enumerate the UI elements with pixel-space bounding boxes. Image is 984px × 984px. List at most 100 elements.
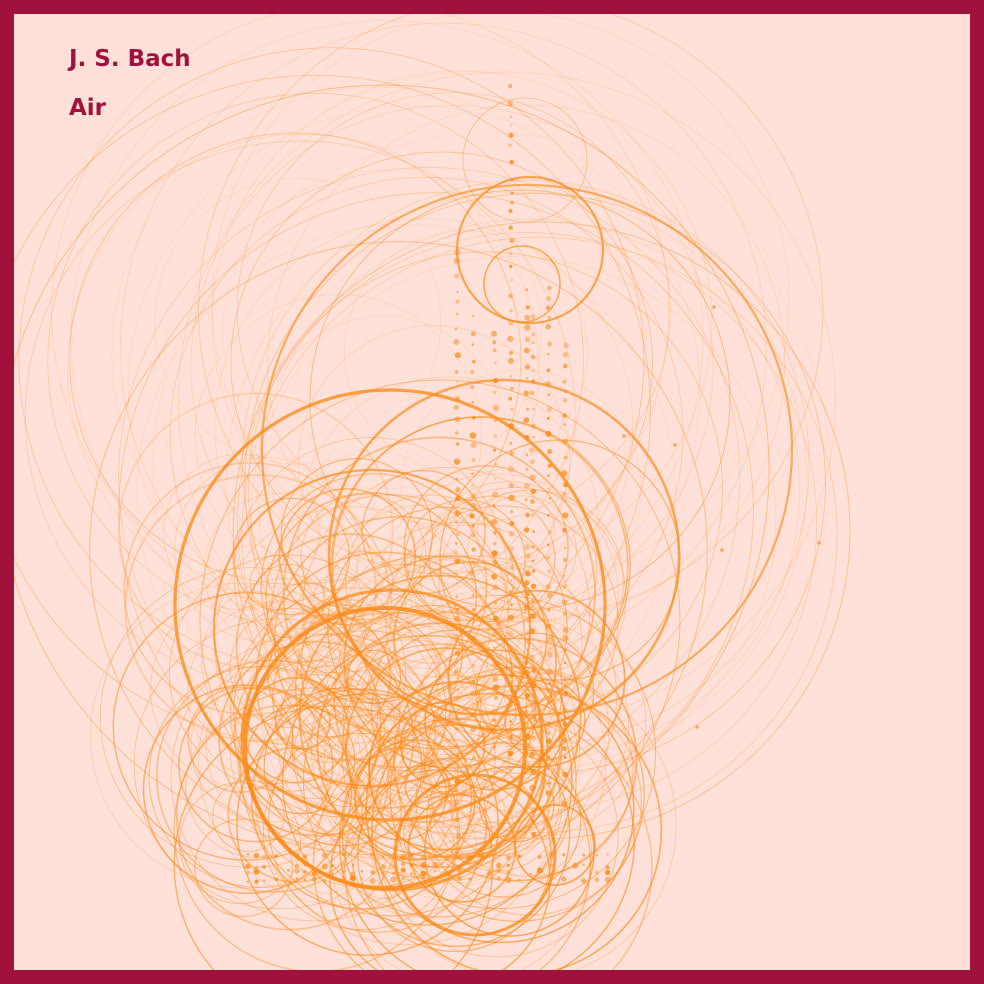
ring [346, 649, 402, 705]
note-dot [561, 876, 567, 882]
note-dot [507, 100, 513, 107]
ring [154, 178, 441, 465]
ring [370, 629, 537, 796]
note-dot [530, 682, 537, 689]
ring [254, 639, 561, 946]
note-dot [563, 755, 567, 759]
note-dot [562, 611, 568, 616]
note-dot [562, 413, 568, 418]
ring [243, 677, 350, 784]
note-dot [508, 672, 515, 679]
note-dot [531, 583, 537, 590]
note-dot [453, 767, 460, 773]
note-dot [296, 877, 299, 880]
note-dot [508, 143, 512, 147]
note-dot [471, 343, 474, 346]
note-dot [563, 786, 568, 790]
note-dot [510, 510, 513, 514]
note-dot [422, 877, 425, 880]
note-dot [455, 662, 458, 665]
ring [276, 621, 513, 857]
note-dot [454, 550, 458, 554]
note-dot [321, 863, 328, 870]
note-dot [525, 513, 530, 518]
ring [227, 746, 364, 883]
note-dot [469, 369, 475, 375]
ring [330, 550, 394, 615]
ring [239, 612, 544, 917]
note-dot [508, 590, 513, 594]
note-dot [582, 863, 585, 866]
ring [419, 481, 598, 659]
note-dot [524, 604, 530, 610]
note-dot [562, 721, 568, 727]
ring [233, 437, 508, 712]
note-dot [370, 852, 376, 857]
note-dot [508, 530, 515, 537]
note-dot [409, 852, 414, 858]
note-dot [526, 407, 529, 411]
note-dot [530, 872, 533, 875]
note-dot [494, 477, 497, 480]
note-dot [455, 487, 461, 493]
note-dot [529, 751, 535, 758]
note-dot [524, 638, 531, 645]
note-dot [455, 595, 459, 599]
composer-name: J. S. Bach [69, 46, 191, 72]
ring [118, 192, 754, 828]
note-dot [524, 347, 530, 354]
note-dot [695, 725, 699, 729]
ring [333, 604, 528, 799]
note-dot [532, 407, 536, 411]
note-dot [472, 416, 476, 420]
note-dot [507, 750, 514, 757]
note-dot [524, 324, 531, 331]
note-dot [508, 225, 513, 230]
note-dot [562, 771, 568, 778]
note-dot [530, 700, 535, 705]
note-dot [563, 678, 567, 682]
note-dot [572, 862, 579, 869]
ring [174, 457, 360, 643]
note-dot [470, 636, 476, 641]
note-dot [525, 592, 530, 597]
ring [169, 176, 684, 691]
note-dot [392, 864, 396, 868]
note-dot [509, 704, 513, 708]
note-dot [492, 675, 499, 682]
note-dot [496, 876, 501, 881]
note-dot [517, 854, 522, 858]
ring [262, 732, 461, 931]
ring [415, 688, 643, 916]
ring [211, 14, 790, 589]
note-dot [508, 494, 515, 502]
note-dot [562, 491, 566, 496]
note-dot [455, 744, 458, 747]
note-dot [546, 416, 550, 420]
note-dot [478, 853, 485, 859]
note-dot [561, 599, 568, 606]
note-dot [410, 872, 413, 875]
note-dot [341, 852, 346, 857]
note-dot [545, 584, 551, 590]
note-dot [523, 417, 530, 424]
note-dot [470, 649, 475, 654]
ring [385, 505, 619, 739]
note-dot [506, 870, 511, 875]
ring [282, 436, 596, 750]
note-dot [493, 434, 498, 439]
note-dot [529, 628, 536, 634]
note-dot [547, 651, 553, 658]
note-dot [531, 569, 536, 573]
ring [18, 47, 645, 673]
note-dot [493, 418, 498, 423]
ring [218, 640, 415, 837]
note-dot [493, 600, 498, 605]
note-dot [508, 208, 513, 214]
note-dot [505, 855, 511, 861]
note-dot [594, 870, 599, 875]
note-dot [455, 634, 458, 637]
note-dot [547, 393, 551, 397]
note-dot [492, 390, 497, 395]
